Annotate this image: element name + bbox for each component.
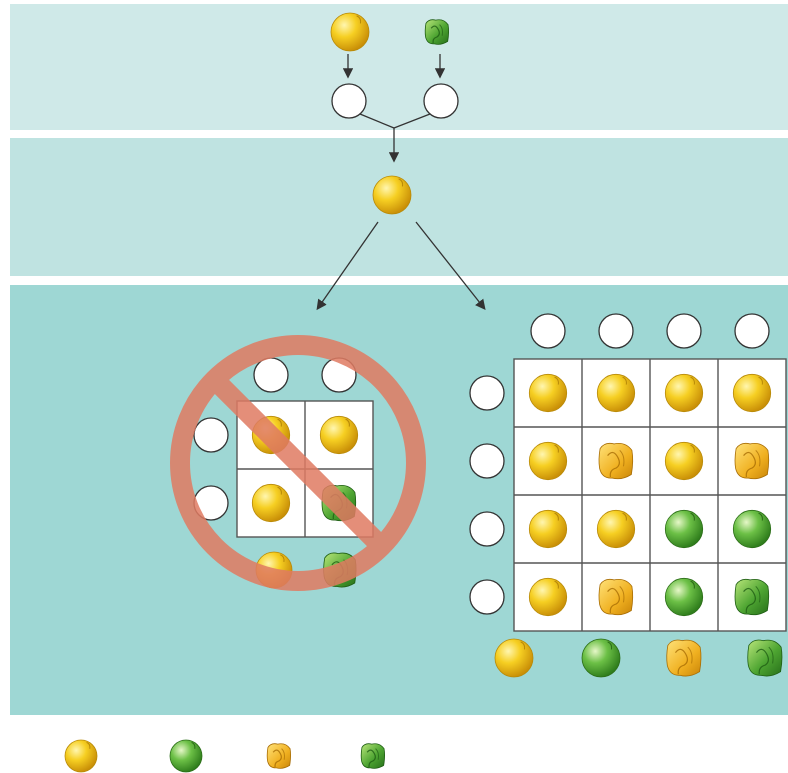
parental-generation xyxy=(330,12,459,163)
accepted-punnett-square xyxy=(469,313,787,678)
parent-1-gamete-circle xyxy=(331,83,367,119)
legend-green-round-pea-icon xyxy=(169,739,203,773)
green-wrinkled-pea-icon xyxy=(424,19,450,45)
punnett-cell-yellow-round-pea-icon xyxy=(319,415,359,455)
gamete-circle xyxy=(666,313,702,349)
gamete-circle xyxy=(530,313,566,349)
legend-yellow-wrinkled-pea-icon xyxy=(266,743,292,769)
punnett-cell-yellow-round-pea-icon xyxy=(528,441,568,481)
punnett-cell-yellow-wrinkled-pea-icon xyxy=(598,442,634,480)
phenotype-green-wrinkled-pea-icon xyxy=(747,639,783,677)
punnett-cell-yellow-round-pea-icon xyxy=(596,509,636,549)
gamete-circle xyxy=(734,313,770,349)
parental-band xyxy=(10,4,788,130)
accepted-grid xyxy=(513,358,787,632)
yellow-round-pea-icon xyxy=(330,12,370,52)
legend-yellow-round-pea-icon xyxy=(64,739,98,773)
gamete-circle xyxy=(469,511,505,547)
punnett-cell-yellow-round-pea-icon xyxy=(528,373,568,413)
legend-green-wrinkled-pea-icon xyxy=(360,743,386,769)
punnett-cell-yellow-round-pea-icon xyxy=(664,373,704,413)
gamete-circle xyxy=(253,357,289,393)
punnett-cell-yellow-wrinkled-pea-icon xyxy=(734,442,770,480)
punnett-cell-green-round-pea-icon xyxy=(732,509,772,549)
rejected-punnett-square xyxy=(170,335,426,591)
arrow-to-accepted-square xyxy=(415,221,486,311)
punnett-cell-yellow-round-pea-icon xyxy=(528,577,568,617)
prohibition-sign xyxy=(170,335,426,591)
gamete-circle xyxy=(193,417,229,453)
phenotype-yellow-wrinkled-pea-icon xyxy=(666,639,702,677)
punnett-cell-yellow-round-pea-icon xyxy=(596,373,636,413)
phenotype-yellow-round-pea-icon xyxy=(494,638,534,678)
accepted-top-gametes xyxy=(530,313,770,349)
punnett-cell-yellow-round-pea-icon xyxy=(664,441,704,481)
gamete-circle xyxy=(469,375,505,411)
accepted-predicted-phenotypes xyxy=(494,638,783,678)
punnett-cell-yellow-round-pea-icon xyxy=(528,509,568,549)
f1-offspring-pea xyxy=(372,175,412,215)
punnett-cell-green-round-pea-icon xyxy=(664,509,704,549)
accepted-side-gametes xyxy=(469,375,505,615)
parent-1-pea xyxy=(330,12,370,52)
punnett-cell-yellow-round-pea-icon xyxy=(251,483,291,523)
gamete-circle xyxy=(469,579,505,615)
parent-2-gamete-circle xyxy=(423,83,459,119)
punnett-cell-green-round-pea-icon xyxy=(664,577,704,617)
arrow-to-rejected-square xyxy=(316,221,379,311)
parent-2-pea xyxy=(424,19,450,45)
gamete-circle xyxy=(469,443,505,479)
punnett-cell-yellow-wrinkled-pea-icon xyxy=(598,578,634,616)
rejected-side-gametes xyxy=(193,417,229,521)
punnett-cell-green-wrinkled-pea-icon xyxy=(734,578,770,616)
phenotype-green-round-pea-icon xyxy=(581,638,621,678)
punnett-cell-yellow-round-pea-icon xyxy=(732,373,772,413)
yellow-round-pea-icon xyxy=(372,175,412,215)
pea-legend xyxy=(64,739,386,773)
gamete-circle xyxy=(598,313,634,349)
